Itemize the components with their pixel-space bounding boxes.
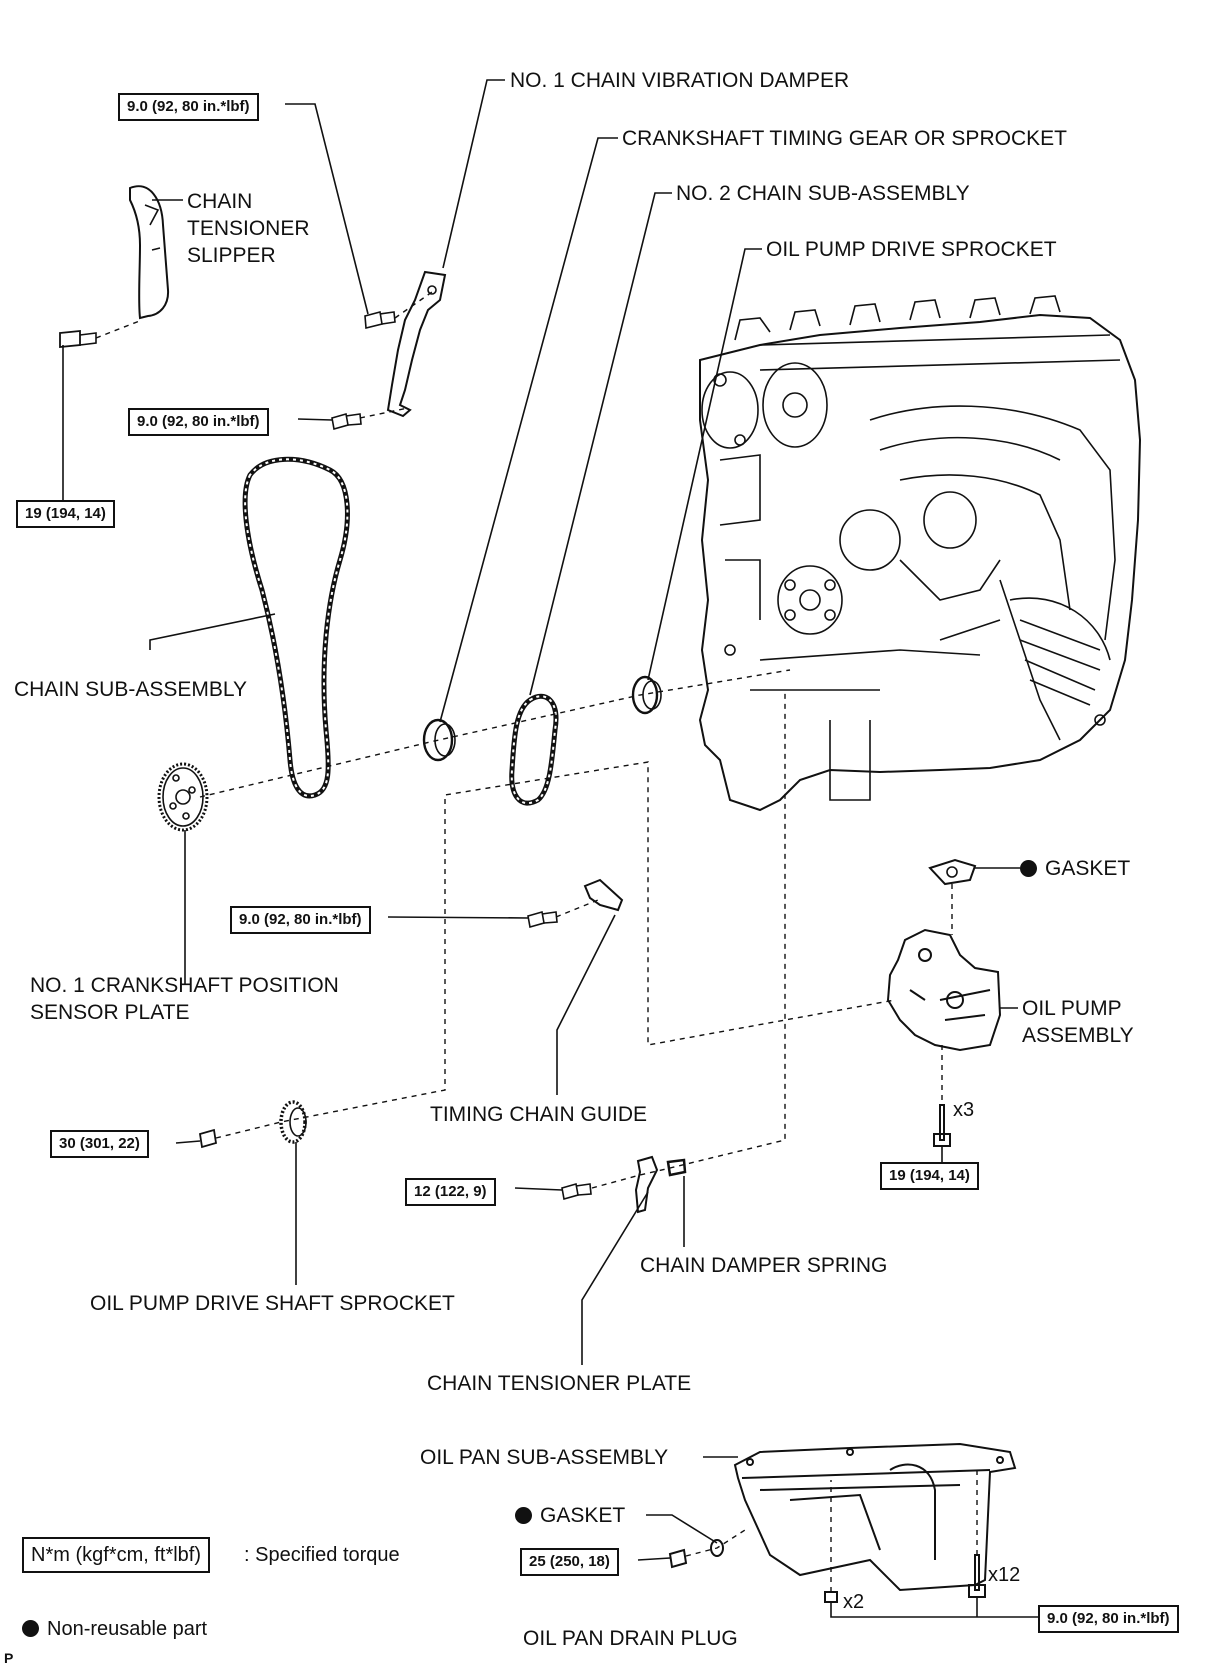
label-gasket-pump: GASKET	[1020, 855, 1130, 882]
label-timing-chain-guide: TIMING CHAIN GUIDE	[430, 1103, 648, 1126]
label-no1-chain-vibration-damper: NO. 1 CHAIN VIBRATION DAMPER	[510, 69, 850, 92]
label-oil-pump-drive-shaft-sprocket: OIL PUMP DRIVE SHAFT SPROCKET	[90, 1292, 455, 1315]
label-gasket-drain: GASKET	[515, 1502, 625, 1529]
torque-damper-top: 9.0 (92, 80 in.*lbf)	[118, 93, 259, 121]
legend-nonreusable-text: Non-reusable part	[47, 1618, 208, 1640]
oil-pump-drive-shaft-sprocket-part	[279, 1100, 307, 1144]
chain-damper-spring-part	[666, 1158, 687, 1177]
label-chain-tensioner-plate: CHAIN TENSIONER PLATE	[427, 1372, 692, 1395]
chain-tensioner-slipper-part	[129, 185, 170, 320]
label-chain-damper-spring: CHAIN DAMPER SPRING	[640, 1254, 888, 1277]
label-oil-pan-drain-plug: OIL PAN DRAIN PLUG	[523, 1627, 738, 1650]
nonreusable-dot-icon	[22, 1620, 39, 1637]
torque-chain-guide: 9.0 (92, 80 in.*lbf)	[230, 906, 371, 934]
nonreusable-dot-icon	[515, 1507, 532, 1524]
torque-oil-pan: 9.0 (92, 80 in.*lbf)	[1038, 1605, 1179, 1633]
timing-chain-guide-part	[583, 878, 624, 912]
no2-chain-part	[509, 693, 559, 806]
label-chain-tensioner-slipper: CHAIN TENSIONER SLIPPER	[187, 190, 310, 267]
label-chain-sub-assembly: CHAIN SUB-ASSEMBLY	[14, 678, 247, 701]
count-oil-pan-nuts: x2	[843, 1591, 865, 1613]
oil-pan-part	[733, 1442, 1017, 1592]
torque-slipper: 19 (194, 14)	[16, 500, 115, 528]
chain-vibration-damper-part	[386, 270, 447, 418]
oil-pump-gasket-part	[928, 858, 977, 886]
label-oil-pump-drive-sprocket: OIL PUMP DRIVE SPROCKET	[766, 238, 1057, 261]
torque-drain-plug: 25 (250, 18)	[520, 1548, 619, 1576]
gasket-pump-text: GASKET	[1045, 857, 1131, 880]
engine-block	[698, 295, 1142, 812]
legend-torque-key: N*m (kgf*cm, ft*lbf)	[22, 1537, 211, 1573]
legend-nonreusable: Non-reusable part	[22, 1616, 207, 1642]
oil-pump-drive-sprocket-part	[631, 675, 662, 715]
label-no1-crankshaft-position-sensor-plate: NO. 1 CRANKSHAFT POSITION SENSOR PLATE	[30, 974, 339, 1024]
gasket-drain-text: GASKET	[540, 1504, 626, 1527]
label-oil-pan-sub-assembly: OIL PAN SUB-ASSEMBLY	[420, 1446, 669, 1469]
torque-drive-shaft-sprocket: 30 (301, 22)	[50, 1130, 149, 1158]
label-crankshaft-timing-gear: CRANKSHAFT TIMING GEAR OR SPROCKET	[622, 127, 1067, 150]
oil-pump-assembly-part	[886, 928, 1002, 1052]
corner-mark: P	[4, 1650, 14, 1666]
legend-torque-desc: : Specified torque	[244, 1544, 400, 1566]
label-oil-pump-assembly: OIL PUMP ASSEMBLY	[1022, 997, 1134, 1047]
torque-damper-bottom: 9.0 (92, 80 in.*lbf)	[128, 408, 269, 436]
torque-oil-pump: 19 (194, 14)	[880, 1162, 979, 1190]
label-no2-chain-sub-assembly: NO. 2 CHAIN SUB-ASSEMBLY	[676, 182, 970, 205]
crankshaft-timing-gear-part	[422, 718, 456, 762]
nonreusable-dot-icon	[1020, 860, 1037, 877]
count-oil-pump-bolts: x3	[953, 1099, 975, 1121]
torque-tensioner-plate: 12 (122, 9)	[405, 1178, 496, 1206]
chain-tensioner-plate-part	[634, 1155, 659, 1214]
chain-sub-assembly-part	[242, 456, 350, 799]
crankshaft-sensor-plate-part	[157, 762, 209, 832]
count-oil-pan-bolts: x12	[988, 1564, 1021, 1586]
